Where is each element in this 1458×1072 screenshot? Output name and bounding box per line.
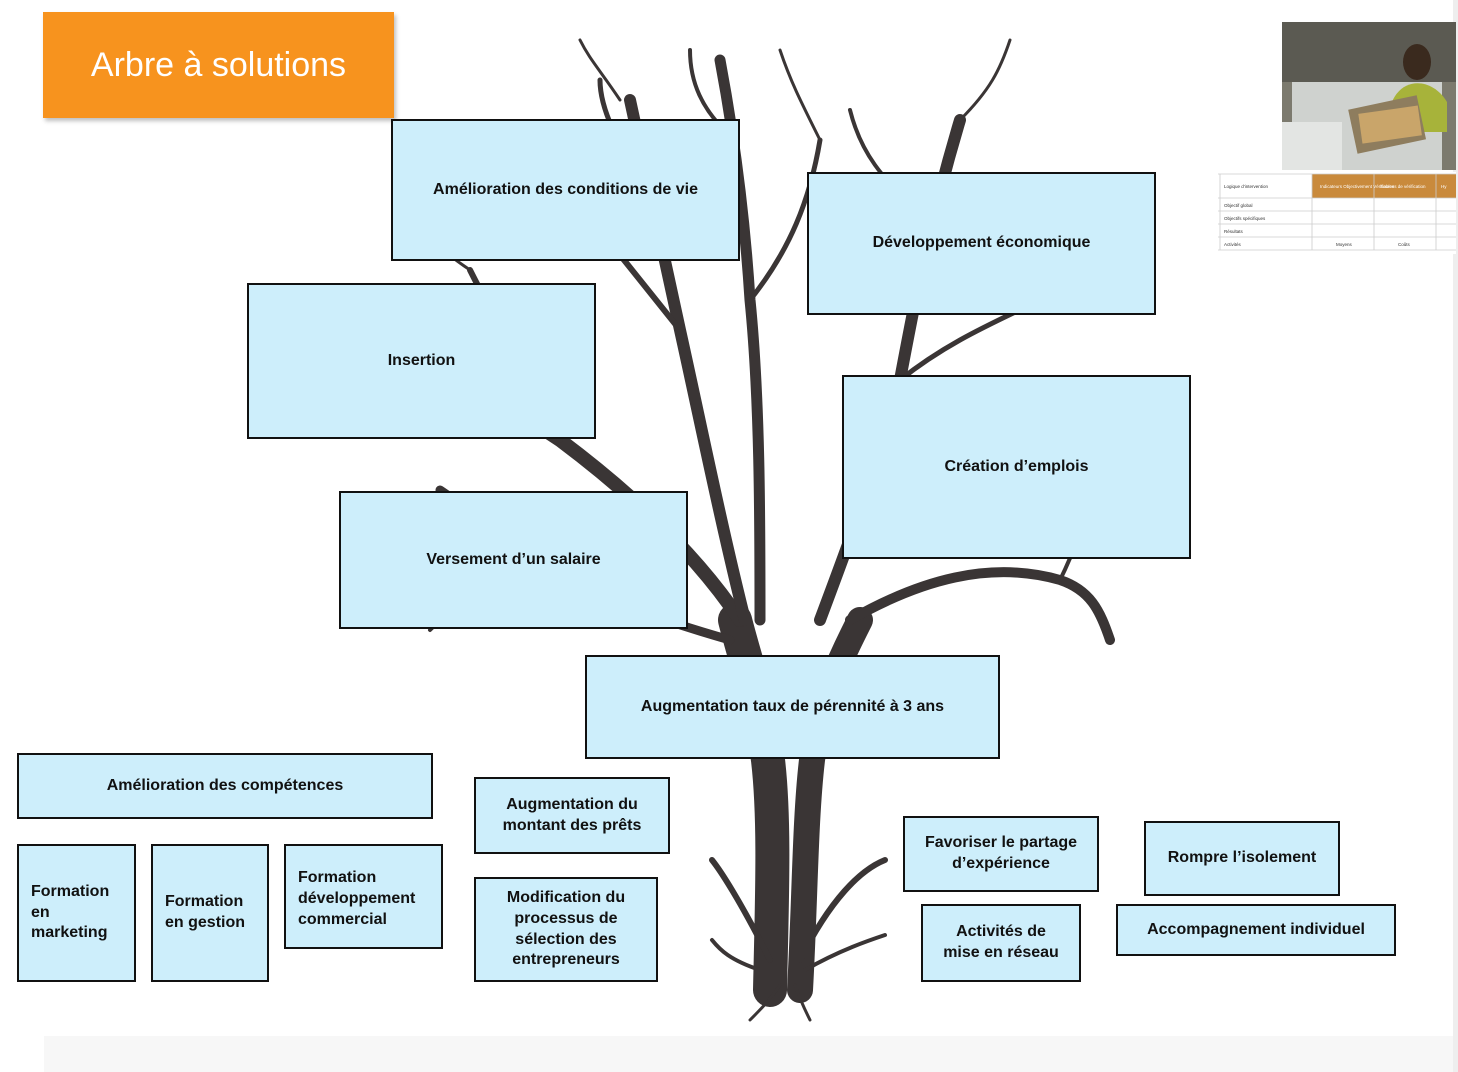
box-rompre-isolement[interactable]: Rompre l’isolement xyxy=(1144,821,1340,896)
box-label: Activités de mise en réseau xyxy=(943,923,1059,961)
tree-root xyxy=(797,857,888,963)
box-activites-reseau[interactable]: Activités de mise en réseau xyxy=(921,904,1081,982)
tree-root xyxy=(710,938,762,972)
box-accompagnement-individuel[interactable]: Accompagnement individuel xyxy=(1116,904,1396,956)
tree-root xyxy=(803,933,887,972)
box-label: Rompre l’isolement xyxy=(1167,849,1317,867)
photo-illustration xyxy=(1282,22,1456,170)
bottom-band xyxy=(44,1036,1458,1072)
logframe-header: Sources de vérification xyxy=(1380,184,1426,189)
slide-edge xyxy=(1453,0,1458,1072)
logframe-row: Objectif global xyxy=(1224,203,1253,208)
box-versement-salaire[interactable]: Versement d’un salaire xyxy=(339,491,688,629)
logframe-header: Hy xyxy=(1441,184,1447,189)
slide-title: Arbre à solutions xyxy=(43,12,394,118)
box-label: Formation développement commercial xyxy=(298,869,416,928)
box-augmentation-prets[interactable]: Augmentation du montant des prêts xyxy=(474,777,670,854)
box-label: Amélioration des compétences xyxy=(106,776,344,794)
logframe-row: Activités xyxy=(1224,242,1242,247)
box-modification-processus[interactable]: Modification du processus de sélection d… xyxy=(474,877,658,982)
box-label: Création d’emplois xyxy=(944,457,1089,475)
logframe-row: Résultats xyxy=(1224,229,1244,234)
box-label: Formation en marketing xyxy=(31,882,110,942)
box-label: Augmentation taux de pérennité à 3 ans xyxy=(640,697,945,715)
box-label: Insertion xyxy=(387,351,456,369)
logframe-cell: Moyens xyxy=(1336,242,1353,247)
box-augmentation-perennite[interactable]: Augmentation taux de pérennité à 3 ans xyxy=(585,655,1000,759)
tree-limb xyxy=(845,567,1115,645)
photo-thumbnail xyxy=(1282,22,1456,170)
box-label: Favoriser le partage d’expérience xyxy=(924,834,1078,872)
box-creation-emplois[interactable]: Création d’emplois xyxy=(842,375,1191,559)
box-label: Versement d’un salaire xyxy=(426,550,601,568)
box-amelioration-conditions-vie[interactable]: Amélioration des conditions de vie xyxy=(391,119,740,261)
box-favoriser-partage[interactable]: Favoriser le partage d’expérience xyxy=(903,816,1099,892)
box-label: Accompagnement individuel xyxy=(1147,920,1365,938)
box-formation-commercial[interactable]: Formation développement commercial xyxy=(284,844,443,949)
logframe-row: Objectifs spécifiques xyxy=(1224,216,1266,221)
box-label: Augmentation du montant des prêts xyxy=(502,795,642,834)
box-label: Formation en gestion xyxy=(165,893,246,931)
logframe-cell: Coûts xyxy=(1398,242,1411,247)
box-formation-gestion[interactable]: Formation en gestion xyxy=(151,844,269,982)
box-developpement-economique[interactable]: Développement économique xyxy=(807,172,1156,315)
box-insertion[interactable]: Insertion xyxy=(247,283,596,439)
box-amelioration-competences[interactable]: Amélioration des compétences xyxy=(17,753,433,819)
tree-root xyxy=(709,857,773,963)
logframe-header: Indicateurs Objectivement Vérifiables xyxy=(1320,184,1395,189)
box-label: Modification du processus de sélection d… xyxy=(506,888,626,969)
box-label: Amélioration des conditions de vie xyxy=(433,180,698,198)
box-formation-marketing[interactable]: Formation en marketing xyxy=(17,844,136,982)
box-label: Développement économique xyxy=(872,234,1091,252)
logframe-header: Logique d’intervention xyxy=(1224,184,1269,189)
logframe-table: Logique d’intervention Indicateurs Objec… xyxy=(1218,172,1456,254)
